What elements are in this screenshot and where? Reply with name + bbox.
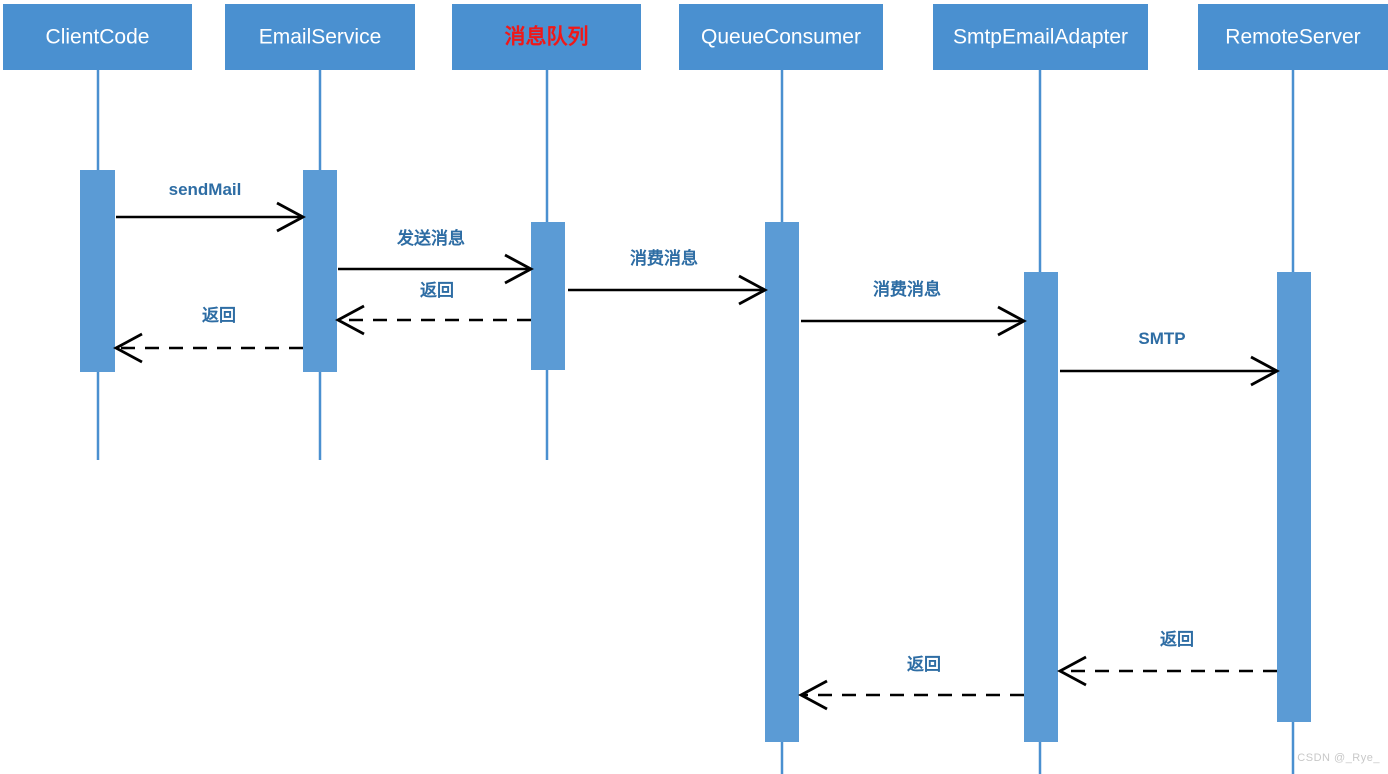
activation-bar-smtp-email-adapter [1024, 272, 1058, 742]
participant-email-service[interactable]: EmailService [225, 4, 415, 70]
participants-layer: ClientCode EmailService 消息队列 QueueConsumer S… [3, 4, 1388, 70]
message-msg-return-queue-to-service[interactable]: 返回 [335, 281, 531, 336]
arrow-head-msg-consume-message-2 [997, 305, 1027, 337]
participant-box-remote-server[interactable] [1198, 4, 1388, 70]
message-label-msg-send-mail: sendMail [169, 180, 242, 199]
message-msg-consume-message-2[interactable]: 消费消息 [801, 279, 1027, 337]
participant-label-email-service: EmailService [259, 26, 382, 49]
participant-box-queue-consumer[interactable] [679, 4, 883, 70]
participant-message-queue[interactable]: 消息队列 [452, 4, 641, 70]
message-label-msg-return-adapter-to-consumer: 返回 [907, 655, 941, 674]
participant-box-email-service[interactable] [225, 4, 415, 70]
participant-remote-server[interactable]: RemoteServer [1198, 4, 1388, 70]
message-msg-smtp[interactable]: SMTP [1060, 329, 1280, 387]
message-msg-send-message[interactable]: 发送消息 [338, 228, 534, 285]
lifelines-layer [96, 70, 1295, 774]
activation-bar-remote-server [1277, 272, 1311, 722]
activation-bar-email-service [303, 170, 337, 372]
activation-bar-message-queue [531, 222, 565, 370]
message-msg-return-service-to-client[interactable]: 返回 [113, 306, 303, 364]
message-label-msg-smtp: SMTP [1138, 329, 1185, 348]
participant-queue-consumer[interactable]: QueueConsumer [679, 4, 883, 70]
activations-layer [80, 170, 1311, 742]
arrow-head-msg-return-adapter-to-consumer [798, 679, 828, 711]
participant-box-client-code[interactable] [3, 4, 192, 70]
arrow-head-msg-smtp [1250, 355, 1280, 387]
arrow-head-msg-return-service-to-client [113, 332, 143, 364]
arrow-head-msg-send-message [504, 253, 534, 285]
watermark: CSDN @_Rye_ [1297, 752, 1380, 764]
arrow-head-msg-send-mail [276, 201, 306, 233]
arrow-head-msg-consume-message-1 [738, 274, 768, 306]
participant-box-smtp-email-adapter[interactable] [933, 4, 1148, 70]
participant-label-remote-server: RemoteServer [1225, 26, 1360, 49]
arrow-head-msg-return-queue-to-service [335, 304, 365, 336]
message-label-msg-consume-message-2: 消费消息 [873, 279, 941, 299]
message-label-msg-return-queue-to-service: 返回 [420, 281, 454, 300]
participant-client-code[interactable]: ClientCode [3, 4, 192, 70]
participant-label-queue-consumer: QueueConsumer [701, 26, 861, 49]
message-msg-return-remote-to-adapter[interactable]: 返回 [1057, 630, 1277, 687]
message-msg-consume-message-1[interactable]: 消费消息 [568, 248, 768, 306]
arrow-head-msg-return-remote-to-adapter [1057, 655, 1087, 687]
participant-label-smtp-email-adapter: SmtpEmailAdapter [953, 26, 1128, 49]
message-label-msg-return-service-to-client: 返回 [202, 306, 236, 325]
message-label-msg-return-remote-to-adapter: 返回 [1160, 630, 1194, 649]
message-label-msg-consume-message-1: 消费消息 [630, 248, 698, 268]
activation-bar-queue-consumer [765, 222, 799, 742]
participant-smtp-email-adapter[interactable]: SmtpEmailAdapter [933, 4, 1148, 70]
participant-label-message-queue: 消息队列 [505, 25, 589, 49]
participant-label-client-code: ClientCode [46, 26, 150, 49]
participant-box-message-queue[interactable] [452, 4, 641, 70]
message-msg-return-adapter-to-consumer[interactable]: 返回 [798, 655, 1024, 711]
message-label-msg-send-message: 发送消息 [396, 228, 465, 248]
activation-bar-client-code [80, 170, 115, 372]
message-msg-send-mail[interactable]: sendMail [116, 180, 306, 233]
